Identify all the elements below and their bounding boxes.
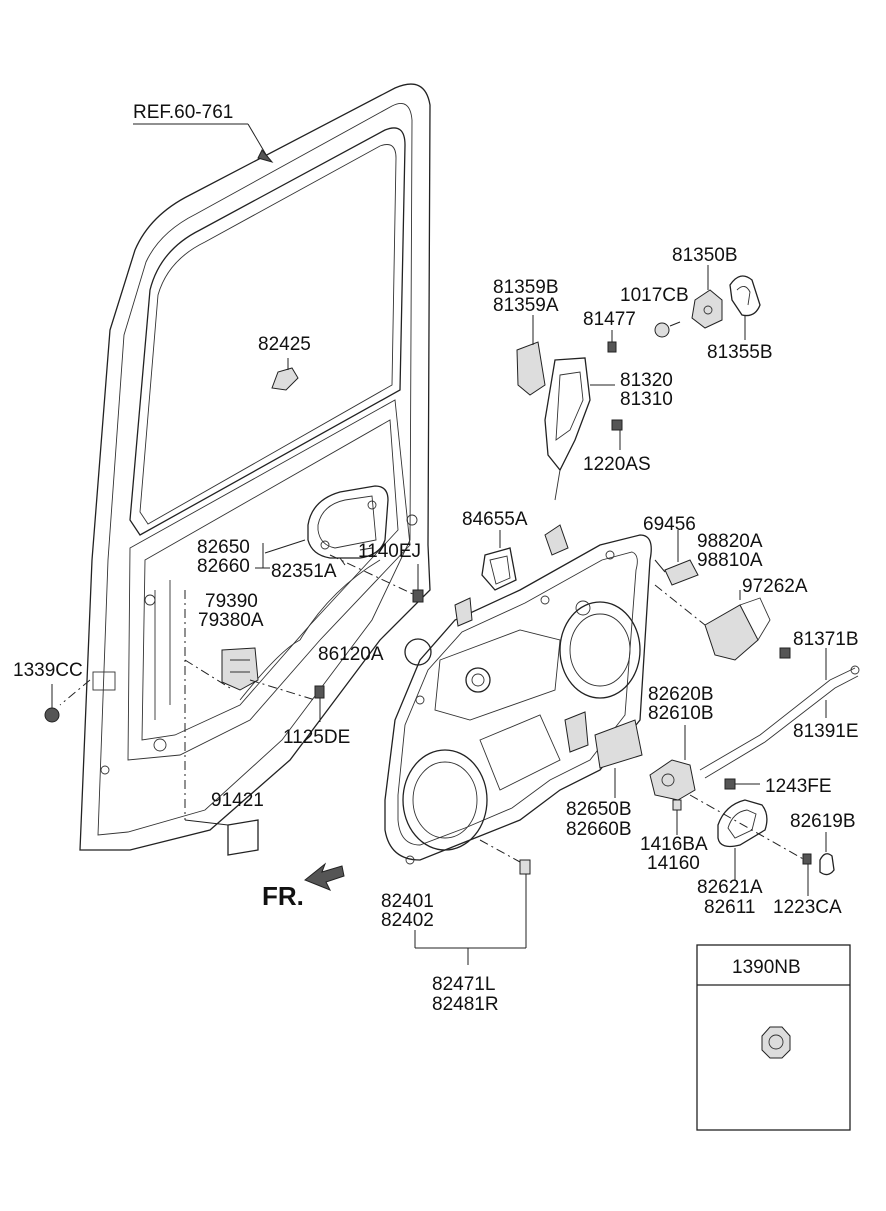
label-1223CA: 1223CA: [773, 897, 842, 918]
label-1339CC: 1339CC: [13, 660, 83, 681]
label-82660B: 82660B: [566, 819, 632, 840]
cable-81371B: [699, 648, 860, 779]
label-14160: 14160: [647, 853, 700, 874]
striker-1017CB: [654, 265, 723, 338]
label-82471L: 82471L: [432, 974, 495, 995]
cap-82619B: [819, 832, 835, 876]
label-86120A: 86120A: [318, 644, 384, 665]
label-81391E: 81391E: [793, 721, 859, 742]
screw-1223CA: [802, 853, 812, 896]
label-82611: 82611: [704, 897, 755, 918]
label-82619B: 82619B: [790, 811, 856, 832]
label-98820A: 98820A: [697, 531, 763, 552]
label-84655A: 84655A: [462, 509, 528, 530]
label-98810A: 98810A: [697, 550, 763, 571]
label-plate-91421: [184, 590, 259, 856]
door-frame-drawing: [79, 83, 431, 851]
label-1125DE: 1125DE: [283, 727, 350, 748]
handle-cover-82621A: [689, 794, 806, 880]
label-81355B: 81355B: [707, 342, 773, 363]
label-1017CB: 1017CB: [620, 285, 689, 306]
label-79380A: 79380A: [198, 610, 264, 631]
label-82610B: 82610B: [648, 703, 714, 724]
label-97262A: 97262A: [742, 576, 808, 597]
label-1220AS: 1220AS: [583, 454, 651, 475]
label-82621A: 82621A: [697, 877, 763, 898]
clip-1416BA: [672, 799, 682, 835]
label-1243FE: 1243FE: [765, 776, 832, 797]
label-81359B: 81359B: [493, 277, 559, 298]
switch-97262A: [654, 584, 791, 661]
label-1140EJ: 1140EJ: [358, 541, 421, 562]
clip-84655A: [481, 530, 517, 591]
label-82481R: 82481R: [432, 994, 499, 1015]
door-trim-panel-82401: [384, 524, 652, 865]
label-81477: 81477: [583, 309, 636, 330]
outer-handle-82650: [264, 485, 389, 566]
screw-1125DE: [314, 685, 325, 722]
label-79390: 79390: [205, 591, 258, 612]
label-1416BA: 1416BA: [640, 834, 708, 855]
latch-assembly-81320: [516, 315, 623, 501]
inset-box-1390NB: [696, 944, 851, 1131]
fr-direction-label: FR.: [262, 881, 304, 911]
screw-1243FE: [724, 778, 760, 790]
front-direction-arrow: [304, 862, 345, 891]
inner-handle-82620B: [649, 725, 696, 801]
leader-dash-79390: [184, 659, 231, 689]
hinge-part-79390: [221, 647, 259, 691]
label-82620B: 82620B: [648, 684, 714, 705]
ref-label: REF.60-761: [133, 102, 233, 123]
label-81310: 81310: [620, 389, 673, 410]
handle-bracket-82650B: [594, 719, 643, 798]
label-82650B: 82650B: [566, 799, 632, 820]
leader-dash-1339CC: [59, 679, 91, 706]
clip-82471L: [414, 839, 531, 965]
inset-box-title: 1390NB: [732, 957, 801, 978]
label-81371B: 81371B: [793, 629, 859, 650]
label-81350B: 81350B: [672, 245, 738, 266]
label-69456: 69456: [643, 514, 696, 535]
label-91421: 91421: [211, 790, 264, 811]
striker-cover-81355B: [729, 275, 761, 340]
label-82650: 82650: [197, 537, 250, 558]
leader-dash-1140EJ: [329, 554, 416, 596]
label-82660: 82660: [197, 556, 250, 577]
label-81320: 81320: [620, 370, 673, 391]
bracket-69456: [654, 530, 699, 586]
label-82401: 82401: [381, 891, 434, 912]
label-82351A: 82351A: [271, 561, 337, 582]
text-labels: REF.60-761 FR. 1390NB 82425 82650 82660 …: [13, 102, 859, 1015]
screw-1140EJ: [412, 564, 424, 603]
nut-1339CC: [44, 684, 60, 723]
label-82402: 82402: [381, 910, 434, 931]
label-82425: 82425: [258, 334, 311, 355]
seal-86120A: [404, 638, 432, 666]
label-81359A: 81359A: [493, 295, 559, 316]
hinge-part-82425: [271, 358, 299, 391]
